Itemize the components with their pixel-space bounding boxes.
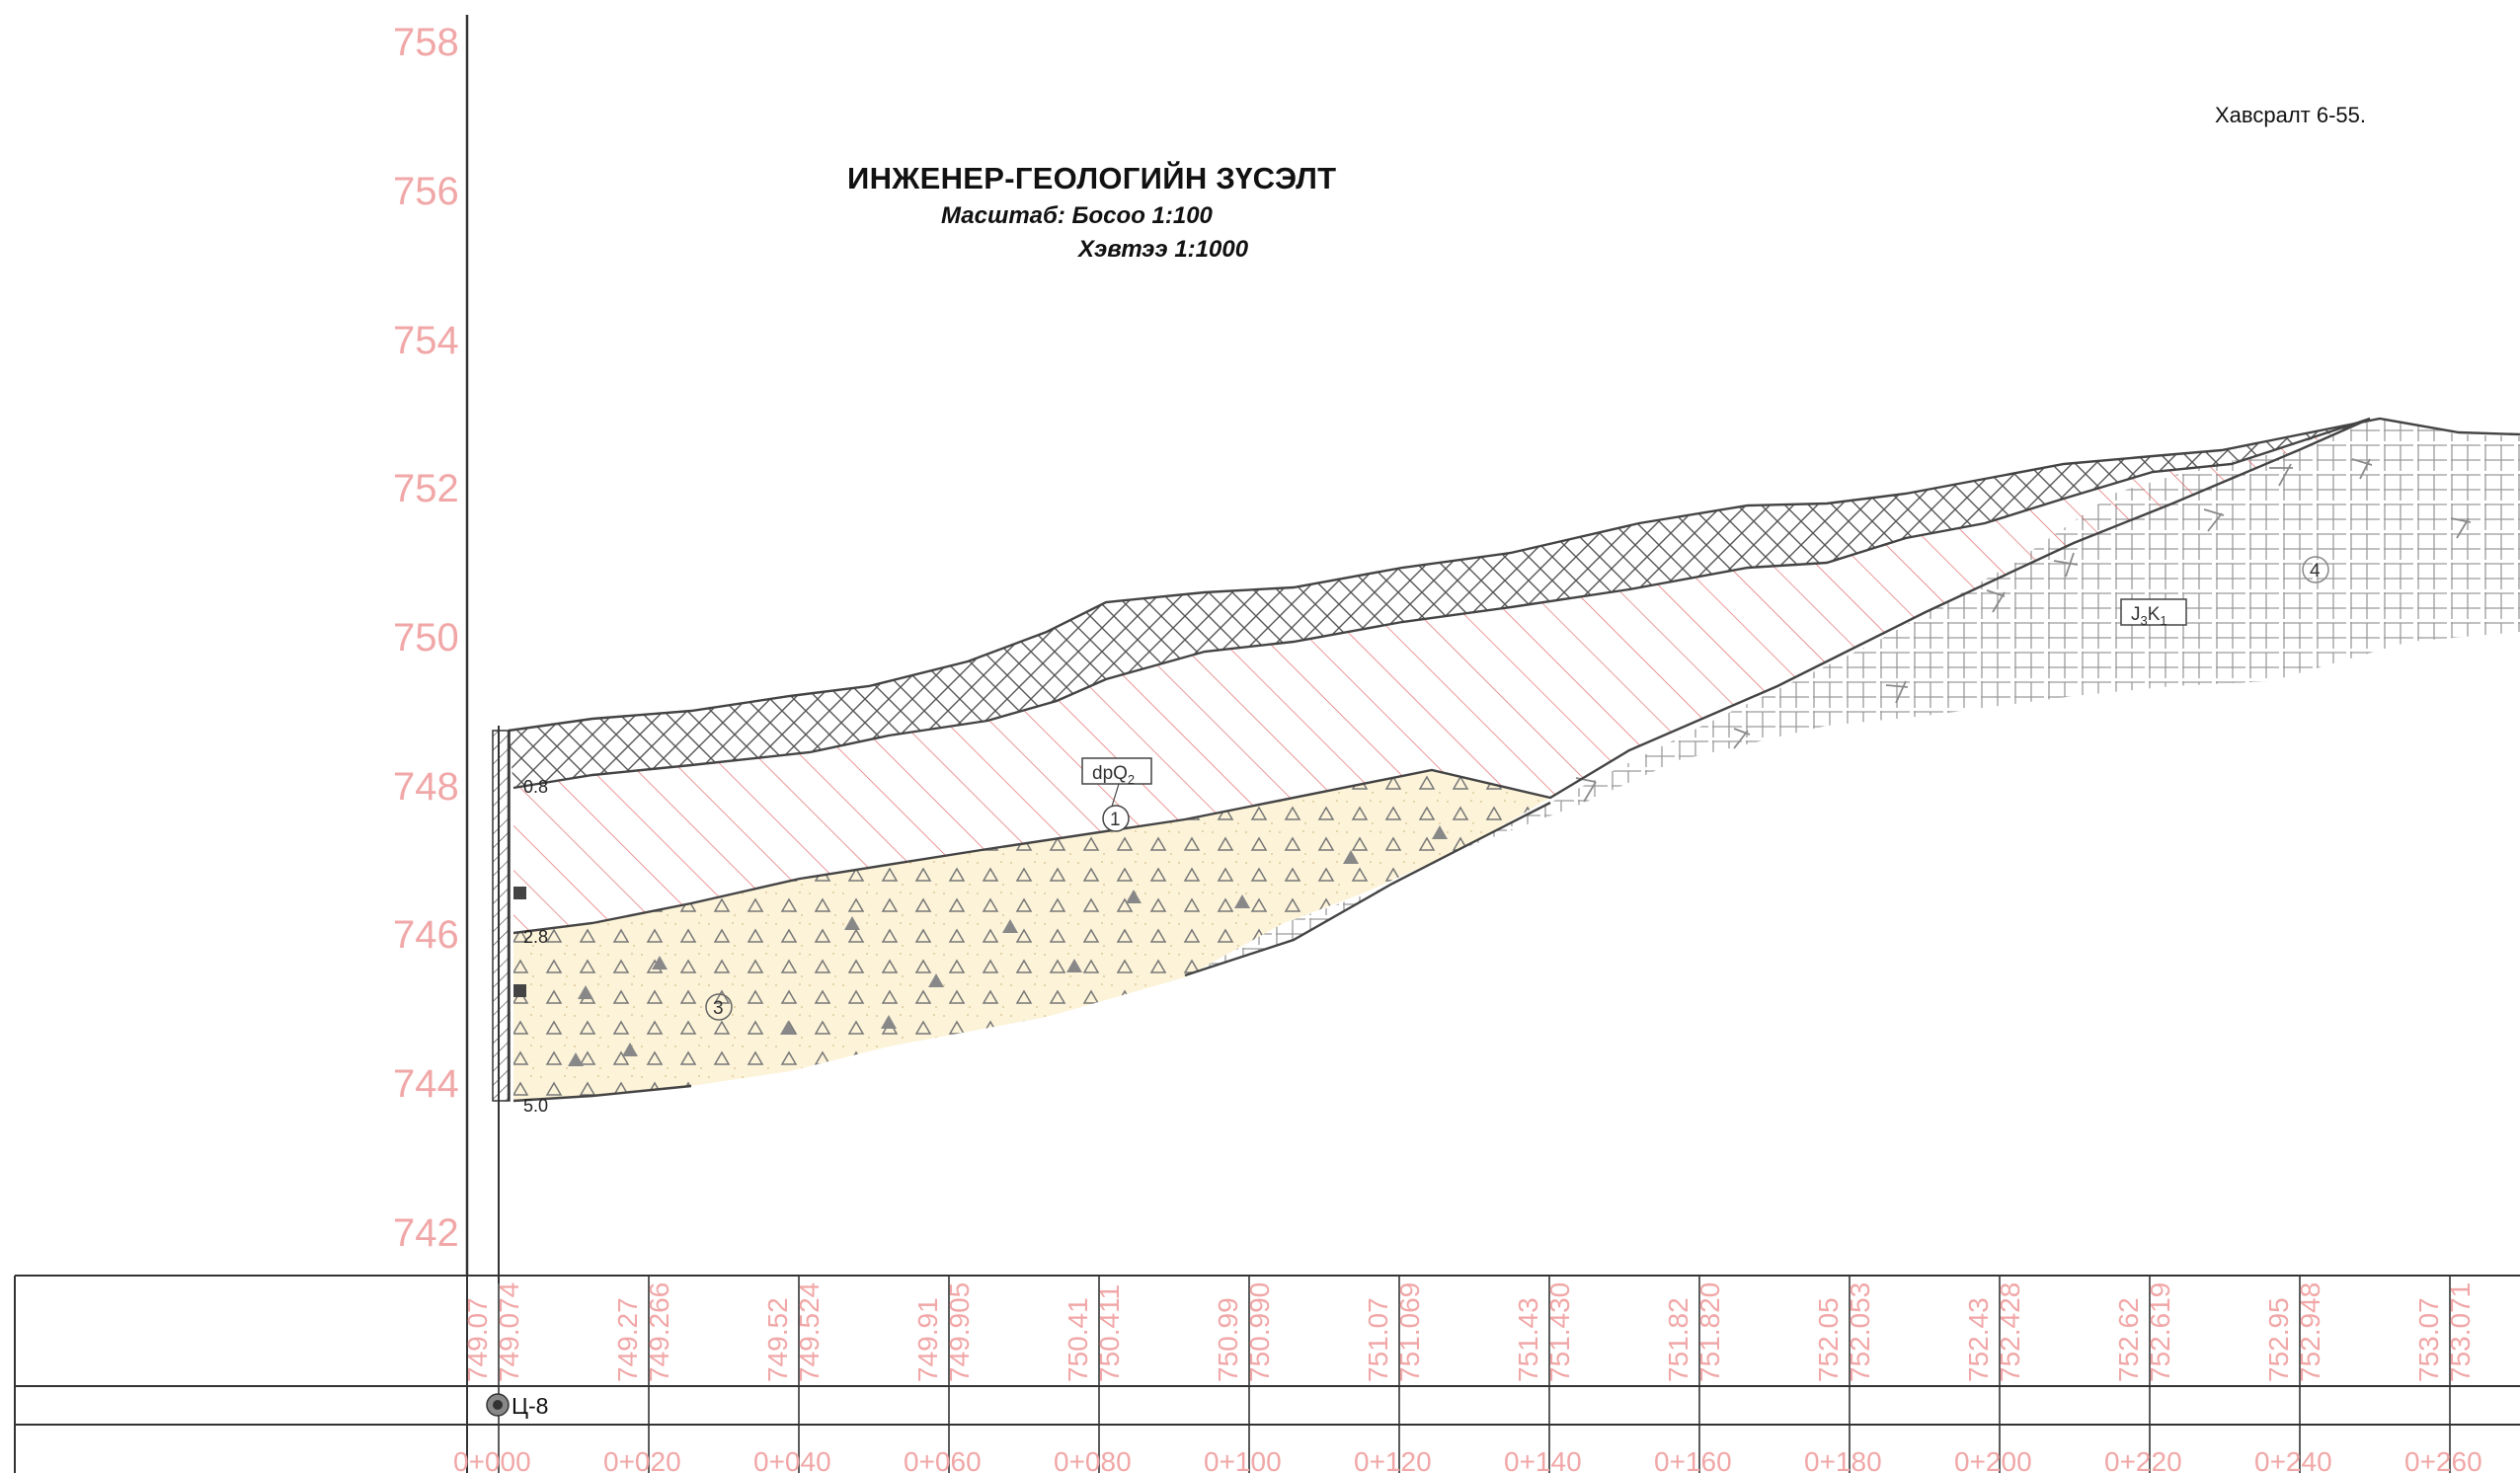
elevation-value: 752.43 bbox=[1963, 1297, 1994, 1382]
svg-text:dpQ2: dpQ2 bbox=[1092, 763, 1135, 787]
layer-clay bbox=[513, 419, 2370, 933]
station-label: 0+140 bbox=[1504, 1446, 1582, 1473]
elevation-value: 750.41 bbox=[1063, 1297, 1093, 1382]
horizontal-scale: Хэвтээ 1:1000 bbox=[1078, 236, 1249, 263]
station-label: 0+000 bbox=[453, 1446, 531, 1473]
elevation-value: 751.82 bbox=[1663, 1297, 1693, 1382]
elevation-value: 750.990 bbox=[1244, 1282, 1275, 1382]
svg-text:3: 3 bbox=[713, 998, 724, 1019]
elevation-tick: 750 bbox=[393, 616, 459, 659]
elevation-value: 749.074 bbox=[494, 1282, 524, 1382]
elevation-tick-labels: 758 756 754 752 750 748 746 744 742 bbox=[393, 21, 459, 1255]
elevation-value: 750.99 bbox=[1213, 1297, 1243, 1382]
elevation-value: 750.411 bbox=[1094, 1284, 1125, 1382]
station-label: 0+260 bbox=[2404, 1446, 2482, 1473]
elevation-value: 749.905 bbox=[944, 1282, 975, 1382]
station-label: 0+220 bbox=[2104, 1446, 2182, 1473]
svg-text:J3K1: J3K1 bbox=[2131, 604, 2167, 628]
station-ticks bbox=[498, 1276, 2451, 1473]
station-label: 0+020 bbox=[603, 1446, 681, 1473]
elevation-value: 751.820 bbox=[1694, 1282, 1725, 1382]
elevation-value: 749.27 bbox=[612, 1297, 643, 1382]
station-label: 0+240 bbox=[2254, 1446, 2332, 1473]
elevation-value: 749.07 bbox=[462, 1297, 493, 1382]
station-label: 0+160 bbox=[1654, 1446, 1732, 1473]
layer-number-3: 3 bbox=[705, 993, 733, 1021]
elevation-value: 749.52 bbox=[762, 1297, 793, 1382]
elevation-value: 752.62 bbox=[2113, 1297, 2144, 1382]
elevation-tick: 744 bbox=[393, 1062, 459, 1106]
elevation-value: 751.07 bbox=[1363, 1297, 1393, 1382]
depth-label-0-8: 0.8 bbox=[523, 777, 548, 797]
layer-gravel bbox=[513, 770, 1550, 1101]
elevation-value: 752.948 bbox=[2295, 1282, 2325, 1382]
elevation-tick: 756 bbox=[393, 170, 459, 213]
elevation-value: 753.071 bbox=[2445, 1282, 2476, 1382]
layer-topsoil bbox=[509, 419, 2380, 788]
borehole-marker: Ц-8 bbox=[486, 1393, 548, 1419]
elevation-value: 752.053 bbox=[1845, 1282, 1875, 1382]
depth-label-5-0: 5.0 bbox=[523, 1096, 548, 1116]
elevation-value: 752.619 bbox=[2145, 1282, 2175, 1382]
gravel-fragments bbox=[568, 825, 1448, 1066]
elevation-value: 752.428 bbox=[1995, 1282, 2025, 1382]
depth-label-2-8: 2.8 bbox=[523, 927, 548, 947]
profile-table bbox=[14, 1275, 2520, 1473]
elevation-tick: 748 bbox=[393, 765, 459, 809]
elevation-value: 749.91 bbox=[912, 1297, 943, 1382]
station-label: 0+100 bbox=[1204, 1446, 1282, 1473]
geology-index-dpq2: dpQ2 bbox=[1081, 757, 1152, 811]
layer-number-4: 4 bbox=[2302, 556, 2329, 583]
station-label: 0+080 bbox=[1054, 1446, 1132, 1473]
elevation-value: 751.43 bbox=[1513, 1297, 1543, 1382]
elevation-tick: 746 bbox=[393, 913, 459, 957]
elevation-value: 752.05 bbox=[1813, 1297, 1844, 1382]
vertical-scale: Масштаб: Босоо 1:100 bbox=[941, 202, 1213, 229]
elevation-tick: 754 bbox=[393, 319, 459, 362]
borehole-label: Ц-8 bbox=[512, 1393, 548, 1419]
elevation-value: 751.430 bbox=[1544, 1282, 1575, 1382]
elevation-value: 749.524 bbox=[794, 1282, 825, 1382]
borehole-column: 0.8 2.8 5.0 bbox=[492, 726, 548, 1283]
geology-index-j3k1: J3K1 bbox=[2120, 598, 2187, 628]
station-label: 0+060 bbox=[904, 1446, 982, 1473]
svg-text:1: 1 bbox=[1110, 810, 1121, 830]
station-label: 0+200 bbox=[1954, 1446, 2032, 1473]
station-label: 0+040 bbox=[753, 1446, 831, 1473]
layer-bedrock bbox=[1185, 418, 2520, 975]
appendix-number: Хавсралт 6-55. bbox=[2215, 103, 2366, 127]
elevation-value: 751.069 bbox=[1394, 1282, 1425, 1382]
section-title: ИНЖЕНЕР-ГЕОЛОГИЙН ЗҮСЭЛТ bbox=[847, 161, 1337, 195]
station-label: 0+120 bbox=[1354, 1446, 1432, 1473]
elevation-value: 752.95 bbox=[2263, 1297, 2294, 1382]
elevation-tick: 758 bbox=[393, 21, 459, 64]
bedrock-fracture-marks bbox=[1575, 458, 2472, 803]
elevation-value: 753.07 bbox=[2413, 1297, 2444, 1382]
elevation-value: 749.266 bbox=[644, 1282, 674, 1382]
elevation-tick: 752 bbox=[393, 467, 459, 510]
station-label: 0+180 bbox=[1804, 1446, 1882, 1473]
layer-number-1: 1 bbox=[1102, 805, 1130, 832]
elevation-tick: 742 bbox=[393, 1211, 459, 1255]
svg-text:4: 4 bbox=[2310, 561, 2321, 581]
